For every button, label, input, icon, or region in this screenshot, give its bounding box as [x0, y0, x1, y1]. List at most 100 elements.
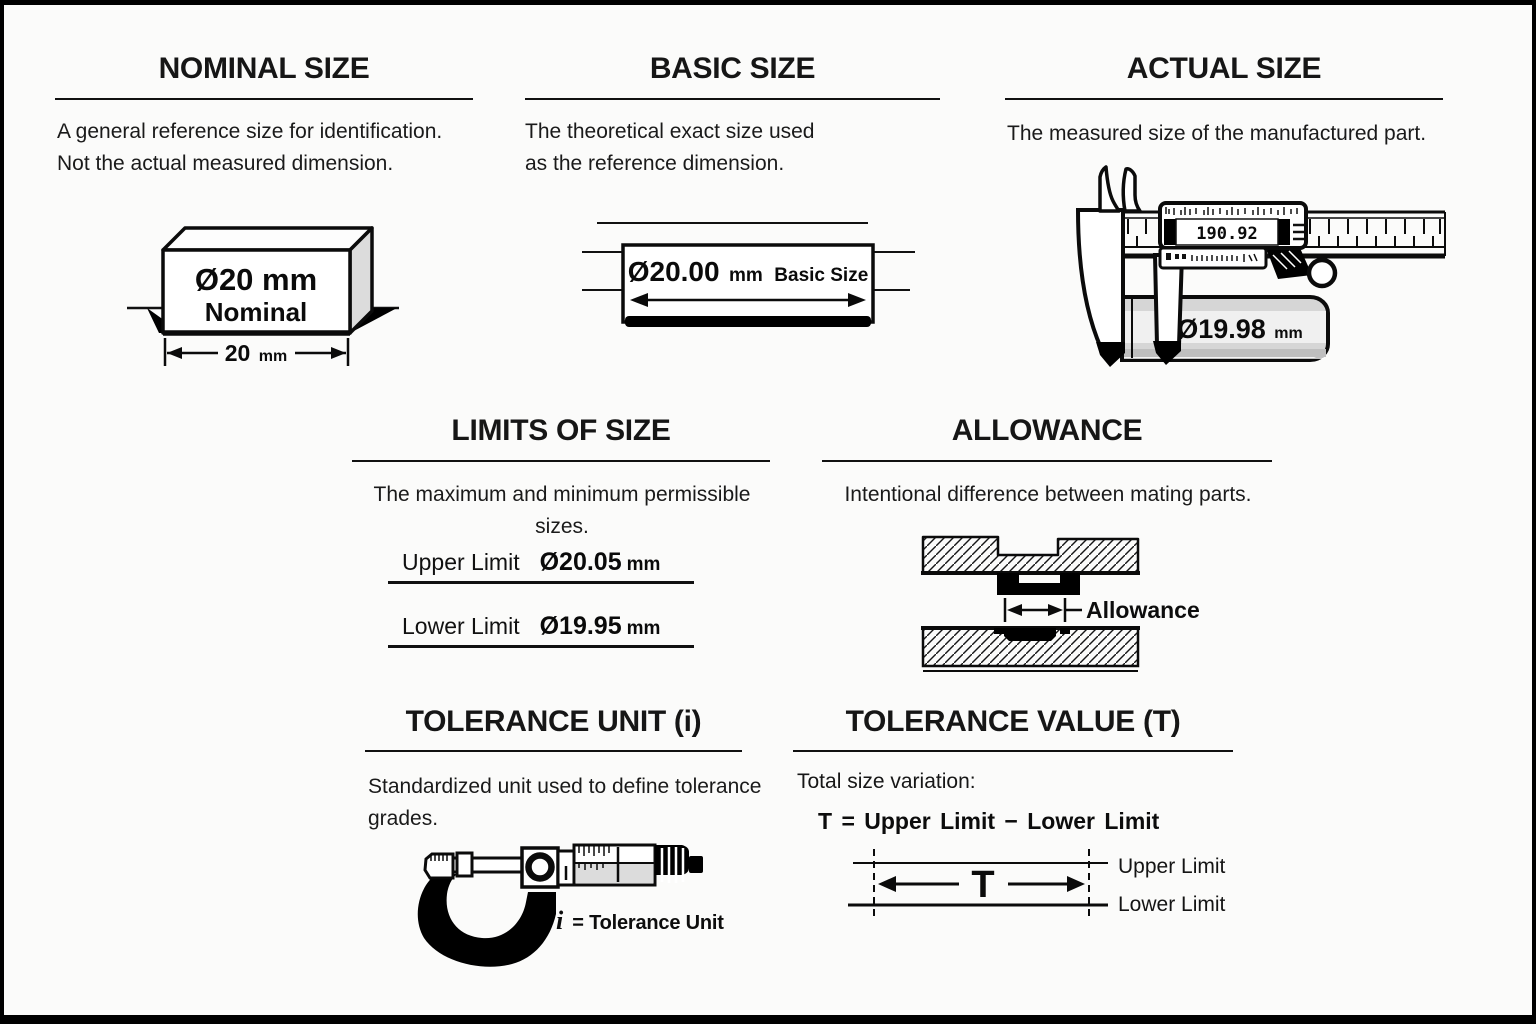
tolerance-value-formula: T = Upper Limit − Lower Limit — [818, 808, 1160, 834]
dimension-text: 20 mm — [225, 340, 288, 366]
block-3d — [161, 226, 374, 336]
limits-title-text: LIMITS OF SIZE — [451, 414, 671, 447]
frame-top — [0, 0, 1536, 5]
actual-desc-line1: The measured size of the manufactured pa… — [1007, 122, 1427, 145]
tu-desc-line1: Standardized unit used to define toleran… — [368, 775, 762, 798]
t-arrow — [878, 876, 1085, 892]
limits-description: The maximum and minimum permissible size… — [352, 479, 772, 543]
frame-bottom — [0, 1015, 1536, 1024]
nominal-size-title: NOMINAL SIZE — [55, 52, 473, 100]
actual-size-title: ACTUAL SIZE — [1005, 52, 1443, 100]
micrometer-thimble — [572, 843, 657, 887]
tolerance-value-title-text: TOLERANCE VALUE (T) — [845, 705, 1181, 738]
upper-limit-value: Ø20.05 mm — [540, 548, 661, 577]
thumb-roller — [1306, 257, 1338, 289]
micrometer-spindle — [423, 851, 525, 880]
nominal-block-diagram: Ø20 mm Nominal 20 mm — [127, 226, 399, 366]
basic-size-title: BASIC SIZE — [525, 52, 940, 100]
nominal-size-description: A general reference size for identificat… — [57, 116, 442, 180]
nominal-desc-line1: A general reference size for identificat… — [57, 120, 443, 143]
display-reading: 190.92 — [1196, 224, 1257, 244]
display-depth-wedge — [1266, 248, 1312, 279]
upper-limit-number: Ø20.05 — [539, 548, 622, 576]
allowance-diagram-label: Allowance — [1086, 597, 1200, 623]
caliper-fixed-jaw — [1075, 208, 1125, 350]
part-size-value: Ø19.98 — [1177, 314, 1266, 344]
lower-mating-part — [921, 626, 1140, 672]
part-size-unit: mm — [1274, 325, 1302, 342]
lower-limit-unit: mm — [626, 618, 661, 639]
caliper-diagram: Ø19.98 mm 190.92 — [1075, 165, 1446, 367]
allowance-arrow — [1003, 598, 1082, 622]
measured-part: Ø19.98 mm — [1120, 295, 1330, 362]
micrometer-lock — [520, 846, 576, 889]
actual-size-title-text: ACTUAL SIZE — [1126, 52, 1322, 85]
actual-size-description: The measured size of the manufactured pa… — [1007, 118, 1426, 150]
tolerance-unit-description: Standardized unit used to define toleran… — [368, 771, 761, 835]
dimension-value: 20 — [225, 340, 251, 366]
dimension-unit: mm — [259, 348, 287, 365]
caliper-display: 190.92 — [1158, 201, 1338, 289]
block-label-name: Nominal — [205, 297, 308, 327]
allowance-title-text: ALLOWANCE — [951, 414, 1143, 447]
dimension-arrow — [163, 338, 350, 366]
lower-limit-value: Ø19.95 mm — [540, 612, 661, 641]
lower-limit-label: Lower Limit — [402, 613, 520, 639]
lower-limit-row: Lower Limit Ø19.95 mm — [388, 612, 694, 648]
basic-part-outline — [621, 243, 875, 324]
tolerance-unit-caption: i = Tolerance Unit — [556, 906, 724, 936]
basic-desc-line1: The theoretical exact size used — [525, 120, 815, 143]
tolerance-value-intro: Total size variation: — [797, 770, 976, 793]
limits-desc-line: The maximum and minimum permissible size… — [373, 483, 751, 538]
tolerance-unit-title: TOLERANCE UNIT (i) — [365, 705, 742, 752]
part-shadow — [625, 316, 871, 327]
nominal-size-title-text: NOMINAL SIZE — [158, 52, 370, 85]
upper-limit-unit: mm — [626, 554, 661, 575]
micrometer-ratchet — [655, 845, 703, 883]
anvil-knurl — [430, 854, 448, 861]
upper-tongue — [997, 573, 1080, 595]
display-menu-lines — [1293, 223, 1304, 241]
lower-limit-side-label: Lower Limit — [1118, 893, 1226, 916]
tu-desc-line2: grades. — [368, 807, 439, 830]
basic-desc-line2: as the reference dimension. — [525, 152, 785, 175]
display-strip-ticks — [1191, 253, 1258, 262]
basic-label: Ø20.00 mm Basic Size — [628, 256, 869, 287]
part-size-label: Ø19.98 mm — [1177, 314, 1302, 344]
block-label-value: Ø20 mm — [195, 262, 317, 297]
allowance-desc-line: Intentional difference between mating pa… — [844, 483, 1252, 506]
lower-limit-number: Ø19.95 — [539, 612, 622, 640]
basic-label-unit: mm — [729, 265, 763, 286]
basic-size-diagram: Ø20.00 mm Basic Size — [582, 222, 915, 327]
upper-limit-label: Upper Limit — [402, 549, 520, 575]
upper-limit-side-label: Upper Limit — [1118, 855, 1226, 878]
reference-lines — [582, 222, 915, 291]
basic-size-description: The theoretical exact size used as the r… — [525, 116, 815, 180]
allowance-description: Intentional difference between mating pa… — [822, 479, 1274, 511]
display-ruler-marks — [1165, 207, 1298, 215]
tolerance-value-diagram: T — [848, 849, 1108, 919]
basic-label-value: Ø20.00 — [628, 256, 720, 287]
lower-groove — [994, 628, 1070, 641]
basic-size-title-text: BASIC SIZE — [649, 52, 816, 85]
tolerance-unit-symbol: i — [556, 906, 564, 935]
upper-mating-part — [921, 535, 1140, 595]
nominal-desc-line2: Not the actual measured dimension. — [57, 152, 394, 175]
display-button-marks — [1166, 253, 1186, 260]
upper-limit-row: Upper Limit Ø20.05 mm — [388, 548, 694, 584]
tolerance-unit-title-text: TOLERANCE UNIT (i) — [405, 705, 702, 738]
tolerance-value-title: TOLERANCE VALUE (T) — [793, 705, 1233, 752]
allowance-title: ALLOWANCE — [822, 414, 1272, 462]
micrometer-frame — [417, 874, 556, 967]
caliper-upper-jaws — [1098, 165, 1142, 213]
frame-left — [0, 0, 4, 1024]
t-label: T — [971, 864, 994, 906]
micrometer-diagram — [417, 843, 703, 967]
caliper-jaw-tips — [1096, 341, 1181, 367]
basic-dimension-arrow — [630, 293, 866, 307]
limits-of-size-title: LIMITS OF SIZE — [352, 414, 770, 462]
basic-label-suffix: Basic Size — [774, 265, 868, 286]
frame-right — [1532, 0, 1536, 1024]
tolerance-unit-symbol-label: = Tolerance Unit — [572, 912, 724, 934]
